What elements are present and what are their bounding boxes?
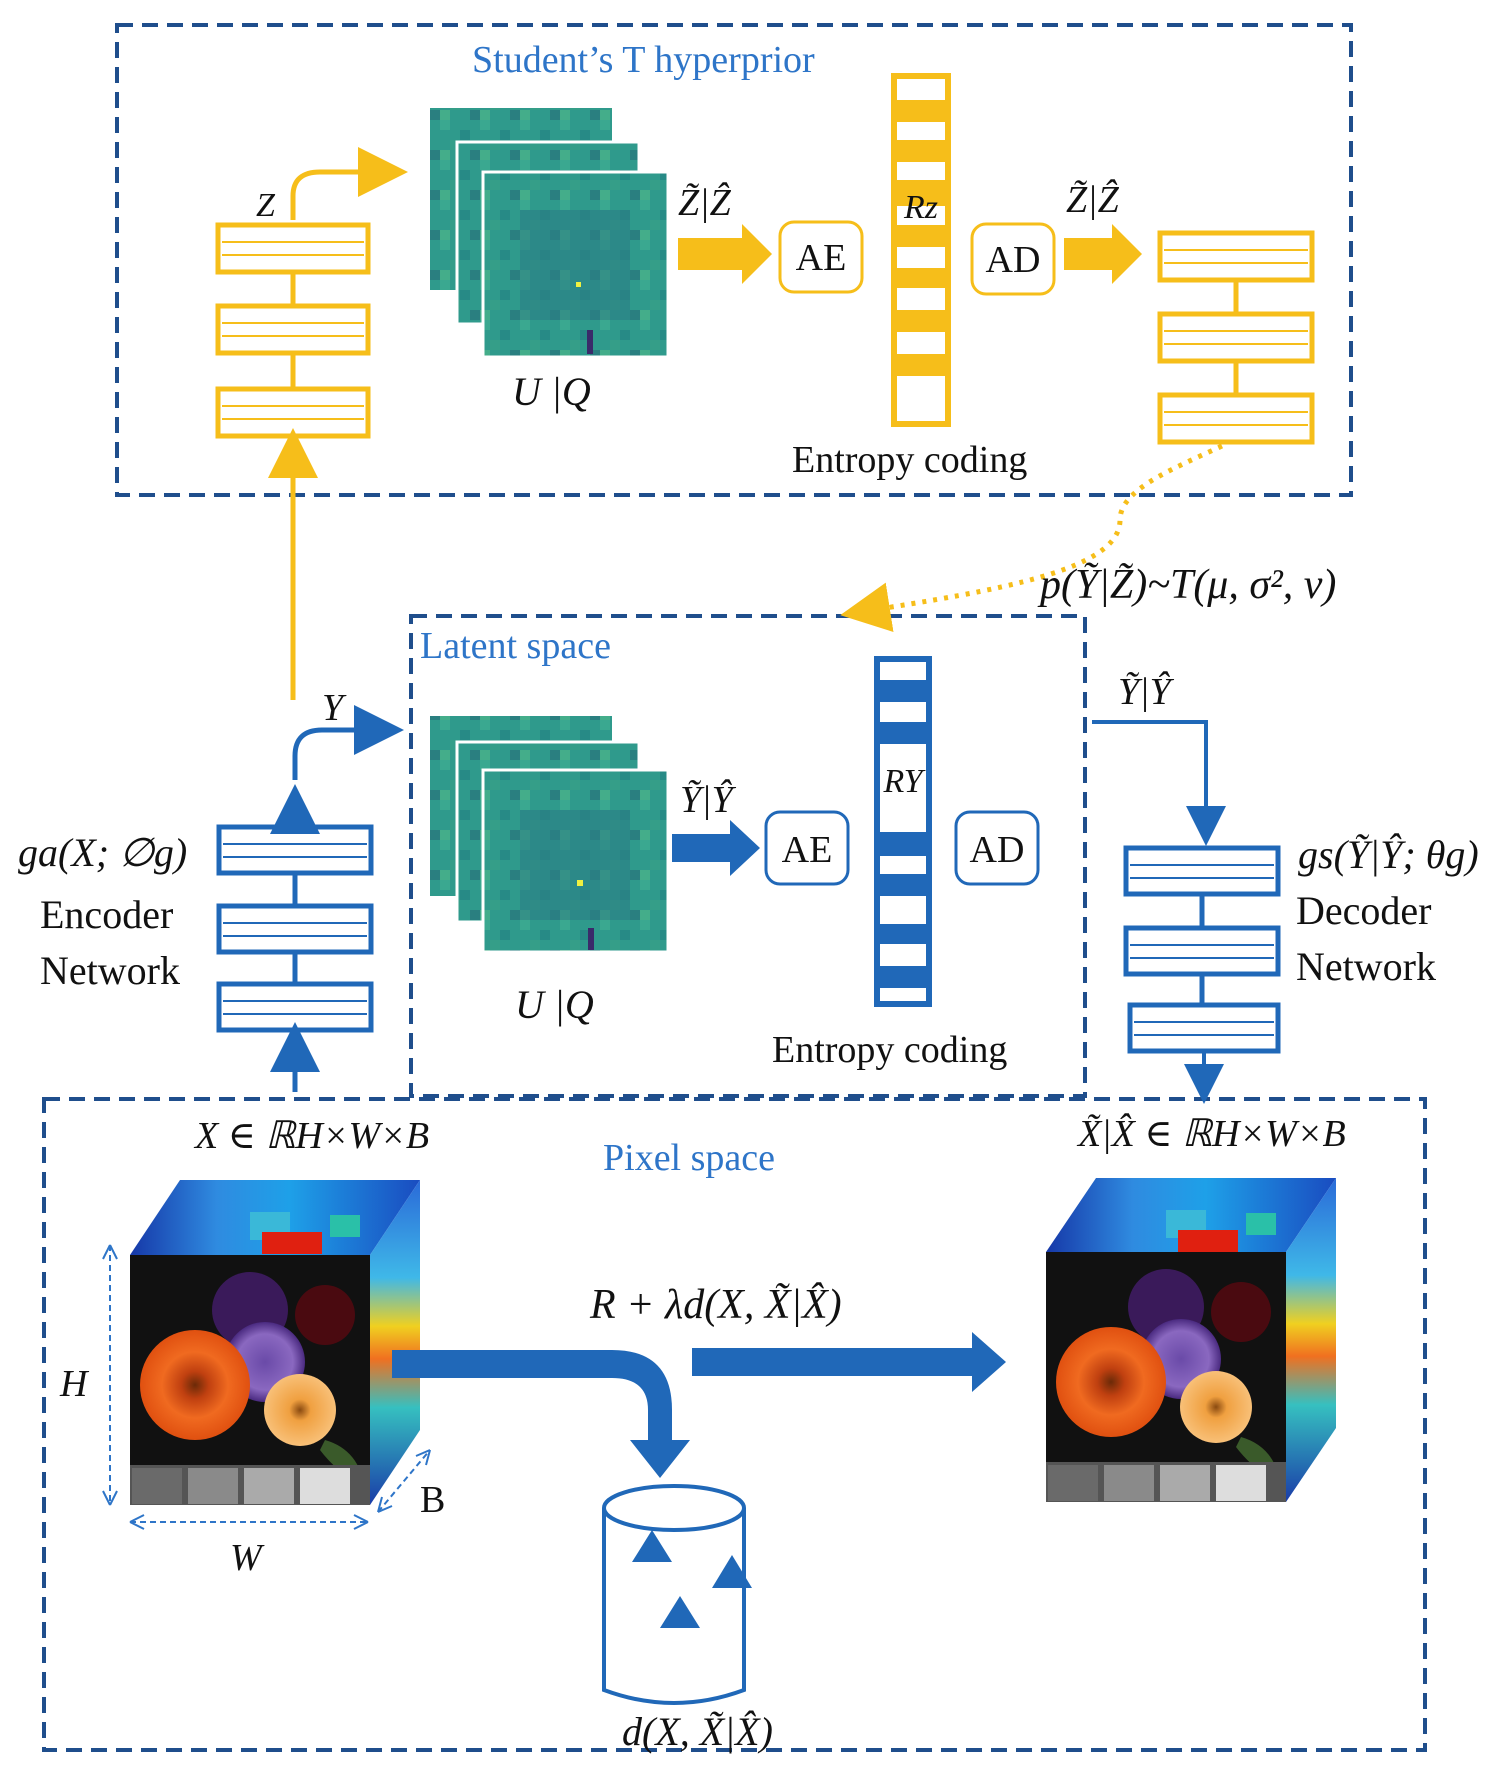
- encoder-stack: [216, 824, 374, 1033]
- latent-entropy-label: Entropy coding: [772, 1029, 1007, 1071]
- loss-to-output-arrow: [692, 1332, 1006, 1392]
- latent-ae-box: [764, 810, 850, 886]
- latent-ad-box: [954, 810, 1040, 886]
- hyper-decoder-stack: [1157, 230, 1315, 445]
- b-dimension: [377, 1449, 431, 1513]
- z-label: Z: [256, 187, 276, 224]
- latent-ae-arrow: [672, 820, 760, 876]
- triangle-icon: [660, 1596, 700, 1628]
- y-curve-arrow: [292, 705, 404, 780]
- w-label: W: [230, 1537, 265, 1579]
- output-cube: [1046, 1178, 1336, 1502]
- latent-quant-label: U |Q: [515, 982, 594, 1027]
- distortion-label: d(X, X̃|X̂): [622, 1709, 773, 1754]
- h-label: H: [59, 1363, 90, 1405]
- distortion-database: [602, 1484, 746, 1705]
- rz-label: Rz: [903, 189, 938, 226]
- hyper-feature-maps: [430, 108, 670, 359]
- ry-label: RY: [882, 763, 925, 800]
- cube-to-db-arrow: [392, 1350, 690, 1478]
- encoder-name-2: Network: [40, 948, 180, 993]
- encoder-func: ga(X; ∅g): [18, 830, 187, 875]
- hyper-entropy-label: Entropy coding: [792, 439, 1027, 481]
- input-cube: [130, 1180, 420, 1505]
- triangle-icon: [632, 1530, 672, 1562]
- pixel-title: Pixel space: [603, 1137, 775, 1179]
- hyper-ad-arrow: [1064, 224, 1142, 284]
- decoder-name-1: Decoder: [1296, 888, 1431, 933]
- b-label: B: [420, 1479, 445, 1521]
- triangle-icon: [712, 1555, 752, 1588]
- hyper-quant-label: U |Q: [512, 369, 591, 414]
- decoder-func: gs(Ỹ|Ŷ; θg): [1298, 832, 1479, 877]
- encoder-name-1: Encoder: [40, 892, 173, 937]
- hyper-ad-box: [970, 222, 1056, 296]
- rz-bitstream: [891, 73, 951, 427]
- latent-ad-label: AD: [970, 829, 1025, 871]
- latent-title: Latent space: [420, 625, 611, 667]
- hyper-ae-arrow: [678, 224, 772, 284]
- hyperprior-title: Student’s T hyperprior: [472, 39, 815, 81]
- pixel-frame: [42, 1097, 1427, 1752]
- x-definition: X ∈ ℝH×W×B: [193, 1115, 429, 1157]
- prior-formula: p(Ỹ|Z̃)~T(μ, σ², ν): [1037, 562, 1336, 608]
- hyper-zq-right: Z̃|Ẑ: [1066, 179, 1120, 221]
- decoder-stack: [1123, 845, 1281, 1054]
- x-reconstruction: X̃|X̂ ∈ ℝH×W×B: [1076, 1113, 1346, 1155]
- latent-yq: Ỹ|Ŷ: [680, 779, 737, 821]
- hyper-zq-left: Z̃|Ẑ: [678, 182, 732, 224]
- hyper-ae-box: [778, 220, 864, 294]
- latent-feature-maps: [430, 716, 670, 954]
- latent-ae-label: AE: [782, 829, 833, 871]
- hyper-ad-label: AD: [986, 239, 1041, 281]
- hyper-encoder-stack: [215, 222, 371, 439]
- latent-frame: [409, 614, 1087, 1098]
- decoder-name-2: Network: [1296, 944, 1436, 989]
- hyper-ae-label: AE: [796, 237, 847, 279]
- latent-yq-out: Ỹ|Ŷ: [1118, 671, 1175, 713]
- latent-to-decoder-arrow: [1092, 720, 1226, 846]
- y-label: Y: [322, 687, 347, 729]
- loss-formula: R + λd(X, X̃|X̂): [589, 1281, 842, 1328]
- ry-bitstream: [874, 656, 932, 1007]
- z-curve-arrow: [290, 147, 408, 220]
